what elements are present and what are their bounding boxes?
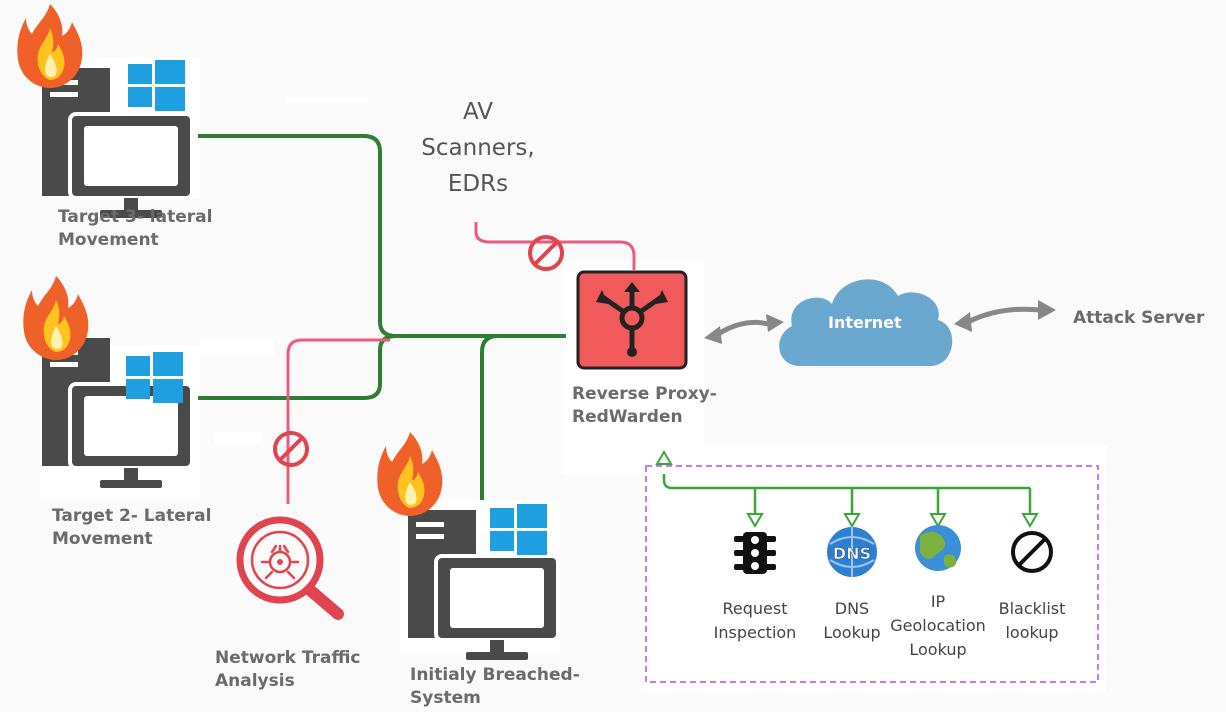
- geolocation-lookup-label: IP Geolocation Lookup: [890, 592, 986, 659]
- network-links: [198, 134, 566, 500]
- block-traffic-icon: [273, 431, 309, 467]
- checks-connectors: [662, 474, 1032, 514]
- attack-server-label: Attack Server: [1073, 308, 1205, 328]
- target3-fire-icon: [17, 4, 83, 88]
- proxy-internet-arrow: [704, 314, 784, 344]
- traffic-analysis-label: Network Traffic Analysis: [215, 648, 361, 691]
- proxy-router-icon: [576, 270, 688, 370]
- request-inspection-label: Request Inspection: [713, 599, 797, 642]
- initial-fire-icon: [377, 432, 443, 516]
- blacklist-ban-icon: [1011, 531, 1053, 573]
- internet-cloud-icon: [779, 279, 953, 366]
- geolocation-globe-icon: [915, 525, 961, 571]
- traffic-magnifier-icon: [236, 516, 344, 620]
- dns-globe-icon: DNS: [827, 527, 877, 577]
- internet-attack-arrow: [954, 300, 1056, 332]
- target2-fire-icon: [23, 276, 89, 360]
- dns-lookup-label: DNS Lookup: [823, 599, 881, 642]
- av-edr-label: AV Scanners, EDRs: [421, 99, 535, 197]
- target2-label: Target 2- Lateral Movement: [52, 506, 212, 549]
- traffic-light-icon: [734, 532, 776, 574]
- initial-system-label: Initialy Breached- System: [410, 665, 580, 708]
- proxy-return-arrow: [655, 450, 673, 465]
- checks-dashed-box: [645, 465, 1099, 683]
- internet-label: Internet: [828, 313, 902, 332]
- svg-text:DNS: DNS: [833, 544, 871, 563]
- proxy-label: Reverse Proxy- RedWarden: [572, 384, 717, 427]
- target3-label: Target 3- lateral Movement: [58, 207, 213, 250]
- blacklist-lookup-label: Blacklist lookup: [998, 599, 1066, 642]
